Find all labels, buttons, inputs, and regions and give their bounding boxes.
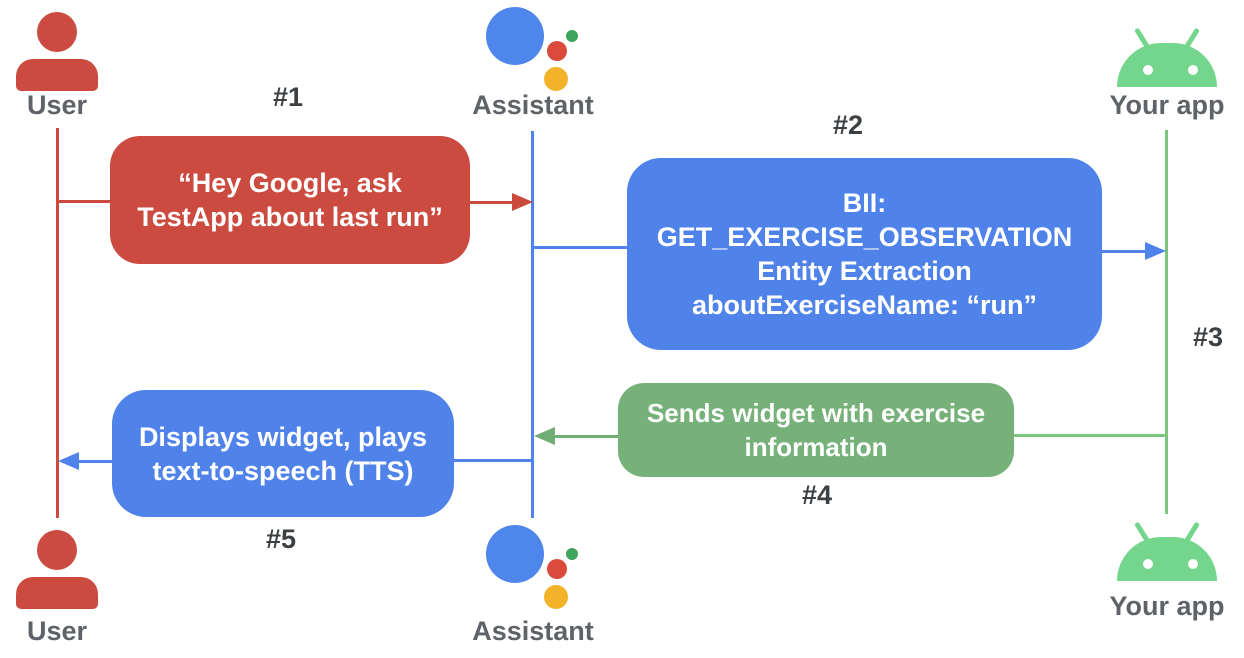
assistant-green-dot (566, 30, 578, 42)
android-icon (1116, 27, 1218, 87)
msg1-line2: TestApp about last run” (137, 202, 443, 232)
step-label-2: #2 (832, 110, 864, 140)
msg2-line1: BII: (842, 188, 887, 218)
step-label-3: #3 (1192, 322, 1224, 352)
assistant-yellow-dot (544, 67, 568, 91)
msg1-box: “Hey Google, ask TestApp about last run” (110, 136, 470, 264)
msg1-arrow-line (470, 201, 513, 204)
step-label-1: #1 (272, 82, 304, 112)
person-head (37, 530, 77, 570)
msg4-arrow-line (554, 435, 618, 438)
msg2-line2: GET_EXERCISE_OBSERVATION (656, 222, 1073, 252)
user-lifeline (56, 128, 59, 518)
user-icon-bottom (16, 530, 98, 610)
person-body (16, 577, 98, 609)
msg1-line1: “Hey Google, ask (178, 168, 402, 198)
msg4-tail-line (1014, 434, 1166, 437)
android-eye-left (1143, 65, 1153, 75)
msg5-line1: Displays widget, plays (138, 421, 428, 452)
android-head (1117, 43, 1217, 87)
android-eye-left (1143, 559, 1153, 569)
actor-label-user-bottom: User (26, 616, 88, 646)
msg1-arrowhead-icon (512, 193, 533, 211)
step-label-5: #5 (265, 524, 297, 554)
actor-label-app-top: Your app (1109, 90, 1225, 120)
actor-label-app-bottom: Your app (1109, 591, 1225, 621)
assistant-green-dot (566, 548, 578, 560)
msg5-arrowhead-icon (58, 452, 79, 470)
android-icon-bottom (1116, 521, 1218, 581)
msg4-box: Sends widget with exercise information (618, 383, 1014, 477)
actor-label-assistant-top: Assistant (472, 90, 594, 120)
msg2-tail-line (534, 246, 627, 249)
actor-label-assistant-bottom: Assistant (472, 616, 594, 646)
app-lifeline (1165, 130, 1168, 514)
assistant-red-dot (547, 41, 567, 61)
assistant-blue-circle (486, 525, 544, 583)
msg4-line1: Sends widget with exercise (646, 398, 986, 428)
android-head (1117, 537, 1217, 581)
msg5-arrow-line (78, 460, 112, 463)
android-eye-right (1188, 559, 1198, 569)
person-body (16, 59, 98, 91)
assistant-yellow-dot (544, 585, 568, 609)
msg2-line4: aboutExerciseName: “run” (691, 290, 1038, 320)
person-head (37, 12, 77, 52)
msg4-line2: information (744, 432, 888, 462)
msg5-box: Displays widget, plays text-to-speech (T… (112, 390, 454, 517)
user-icon (16, 12, 98, 92)
assistant-blue-circle (486, 7, 544, 65)
msg5-tail-line (454, 459, 532, 462)
assistant-red-dot (547, 559, 567, 579)
msg1-tail-line (58, 200, 110, 203)
assistant-icon (486, 0, 581, 95)
msg5-line2: text-to-speech (TTS) (152, 455, 414, 486)
msg4-arrowhead-icon (534, 427, 555, 445)
msg2-arrowhead-icon (1145, 242, 1166, 260)
assistant-lifeline (531, 131, 534, 518)
actor-label-user-top: User (26, 90, 88, 120)
assistant-icon-bottom (486, 518, 581, 613)
msg2-line3: Entity Extraction (757, 256, 972, 286)
android-eye-right (1188, 65, 1198, 75)
msg2-arrow-line (1102, 250, 1146, 253)
msg2-box: BII: GET_EXERCISE_OBSERVATION Entity Ext… (627, 158, 1102, 350)
step-label-4: #4 (801, 480, 833, 510)
